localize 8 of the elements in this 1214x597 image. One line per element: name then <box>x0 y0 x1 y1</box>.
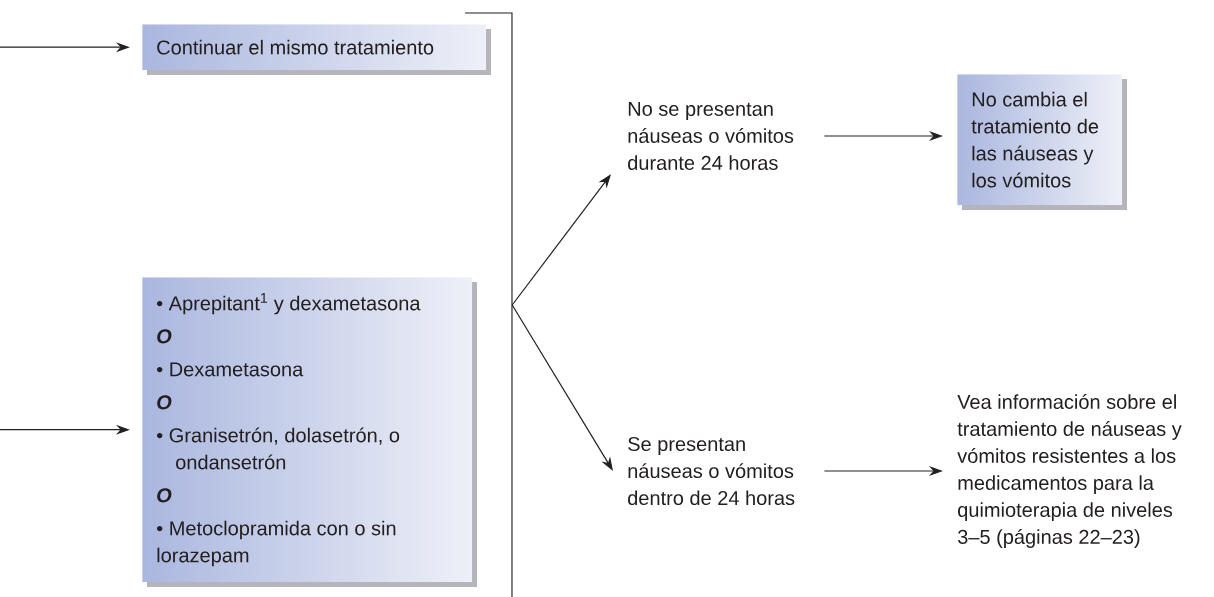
result-box: No cambia el tratamiento de las náuseas y los vómitos <box>957 74 1127 210</box>
note-text: Vea información sobre el tratamiento de náuseas y vómitos resistentes a los medicamentos para la quimioterapia de niveles 3–5 (páginas 22–23) <box>957 394 1182 548</box>
condition-text: Se presentan náuseas o vómitos dentro de 24 horas <box>628 436 795 506</box>
condition-text: No se presentan náuseas o vómitos durante 24 horas <box>628 102 794 170</box>
treatment-box: • Aprepitant$^{1}$ y dexametasona O • Dexametasona O • Granisetrón, dolasetrón, o ondansetrón O • Metoclopramida con o sin lorazepam <box>142 277 477 587</box>
arrow <box>511 304 613 471</box>
bracket-line <box>464 12 513 597</box>
treatment-box: Continuar el mismo tratamiento <box>142 24 491 75</box>
